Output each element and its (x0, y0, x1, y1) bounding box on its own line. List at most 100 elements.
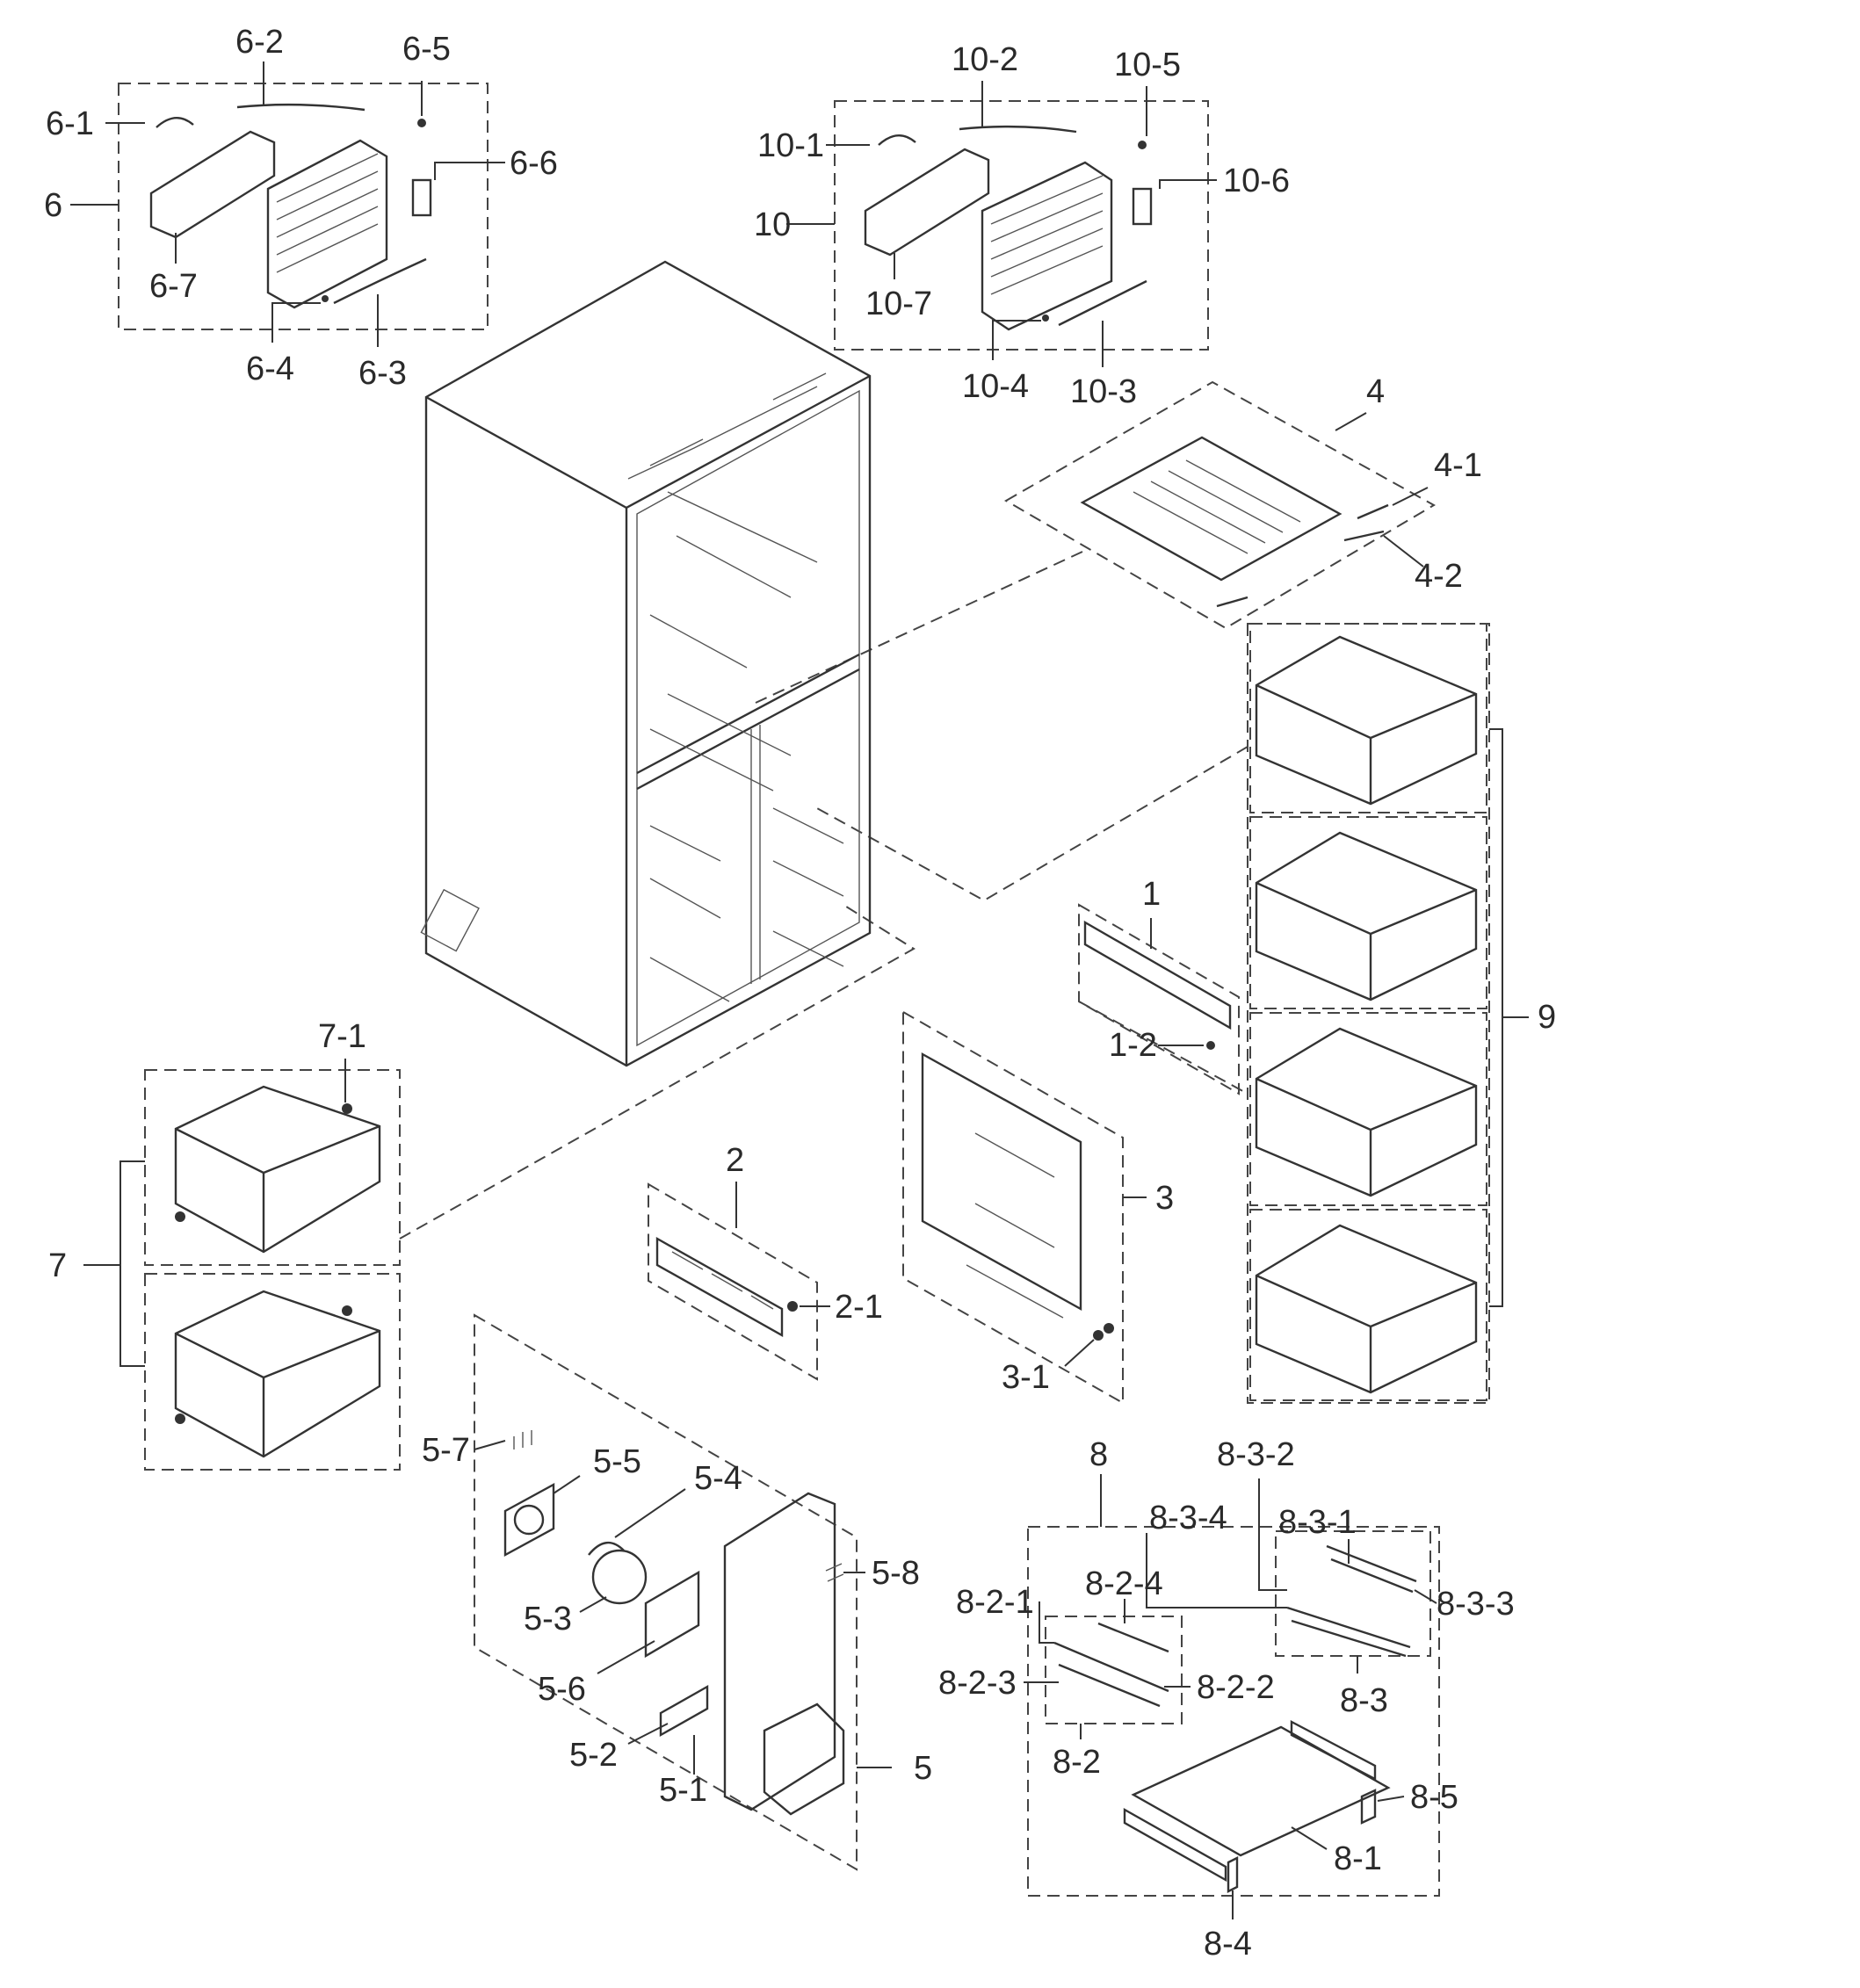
leader-8-3-4 (1146, 1533, 1287, 1608)
drawer-9b (1255, 831, 1478, 1001)
label-8-2-4: 8-2-4 (1085, 1565, 1163, 1602)
part-10-7-cover (864, 148, 990, 257)
label-8-2-2: 8-2-2 (1197, 1669, 1275, 1706)
label-8-3-1: 8-3-1 (1278, 1504, 1357, 1541)
leader-9 (1489, 728, 1529, 1307)
box-drawer-9c (1249, 1012, 1487, 1206)
label-5-6: 5-6 (538, 1671, 586, 1708)
part-5-1-housing (763, 1702, 845, 1816)
part-10-evaporator (981, 161, 1113, 331)
part-8-5-clip (1360, 1789, 1377, 1825)
leader-8-1 (1291, 1826, 1328, 1850)
box-tray-8 (1027, 1526, 1440, 1897)
refrigerator-cabinet (420, 260, 872, 1067)
label-8-5: 8-5 (1410, 1779, 1458, 1816)
part-8-3-rails (1286, 1544, 1417, 1658)
rail-assembly-1 (1083, 920, 1232, 1050)
ref-line-drawers-7 (399, 904, 916, 1240)
drawers-9 (1255, 635, 1478, 1394)
part-3-1-screw (1093, 1330, 1104, 1341)
shelf-assembly-4 (1080, 436, 1389, 608)
part-10-4-clip (1042, 314, 1049, 322)
box-rails-8-2 (1045, 1616, 1183, 1724)
label-10-6: 10-6 (1223, 163, 1290, 199)
cover-assembly-2 (655, 1236, 798, 1338)
drawer-7a (174, 1085, 381, 1254)
leader-5-6 (597, 1640, 655, 1674)
label-6-4: 6-4 (246, 351, 294, 387)
box-rails-8-3 (1275, 1530, 1431, 1657)
part-3-divider-bars (966, 1132, 1064, 1319)
part-4-2-rail (1216, 530, 1385, 608)
cabinet-shelf-lines (649, 491, 844, 1002)
part-6-evaporator-fins (276, 153, 379, 273)
label-6-6: 6-6 (510, 145, 558, 182)
part-6-1-wire (156, 117, 194, 128)
ref-line-shelf (755, 551, 1083, 704)
ref-line-drawers-9 (816, 746, 1248, 902)
label-5-3: 5-3 (524, 1601, 572, 1637)
leader-5-2 (627, 1723, 669, 1745)
part-5-4-wire (588, 1542, 625, 1556)
cabinet-mid-divider (636, 653, 860, 791)
label-5-2: 5-2 (569, 1737, 618, 1774)
label-3: 3 (1155, 1180, 1174, 1217)
box-fan-5 (474, 1313, 858, 1871)
label-1: 1 (1142, 876, 1161, 913)
drawers-7 (174, 1085, 381, 1458)
part-7-1-screw-b (175, 1211, 185, 1222)
part-2-cover (655, 1236, 784, 1338)
part-8-4-clip (1227, 1856, 1239, 1893)
label-8: 8 (1089, 1436, 1108, 1473)
label-10-2: 10-2 (952, 41, 1018, 78)
label-7: 7 (48, 1247, 67, 1284)
part-6-7-cover (149, 130, 276, 239)
reference-lines (399, 551, 1248, 1240)
label-6-5: 6-5 (402, 31, 451, 68)
box-cover-2 (648, 1182, 818, 1381)
label-10: 10 (754, 206, 791, 243)
leader-8-5 (1377, 1796, 1405, 1802)
label-8-2-3: 8-2-3 (938, 1665, 1017, 1702)
cabinet-top-edge (425, 395, 627, 510)
label-5: 5 (914, 1750, 932, 1787)
drawer-9a (1255, 635, 1478, 806)
part-6-6-sensor (411, 178, 432, 217)
label-5-1: 5-1 (659, 1772, 707, 1809)
divider-assembly-3 (921, 1052, 1114, 1341)
box-drawers-7 (144, 1069, 401, 1266)
callout-labels: 6-2 6-5 6-1 6-6 6 6-7 6-4 6-3 10-2 10-5 … (44, 24, 1556, 1963)
label-9: 9 (1538, 999, 1556, 1036)
leader-8-3-2 (1258, 1478, 1287, 1591)
part-1-rail (1083, 920, 1232, 1030)
label-8-3-2: 8-3-2 (1217, 1436, 1295, 1473)
leader-3-1 (1064, 1339, 1095, 1367)
drawer-7b (174, 1290, 381, 1458)
label-4: 4 (1366, 373, 1385, 410)
part-4-1-bracket (1357, 503, 1389, 520)
part-5-cover-panel (723, 1492, 836, 1811)
label-6-2: 6-2 (235, 24, 284, 61)
label-10-1: 10-1 (757, 127, 824, 164)
drawer-9d (1255, 1224, 1478, 1394)
part-6-5-screw (417, 119, 426, 127)
label-8-2-1: 8-2-1 (956, 1584, 1034, 1621)
leader-lines (70, 61, 1529, 1919)
tray-assembly-8 (1053, 1544, 1417, 1893)
box-evaporator-freezer (834, 100, 1209, 351)
part-7-1-screw-c (342, 1305, 352, 1316)
leader-4-1 (1392, 487, 1429, 506)
drawer-9c (1255, 1027, 1478, 1197)
label-8-3-4: 8-3-4 (1149, 1500, 1227, 1536)
part-6-2-wire (236, 103, 365, 112)
part-10-6-sensor (1132, 187, 1153, 226)
label-5-8: 5-8 (872, 1555, 920, 1592)
label-6-1: 6-1 (46, 105, 94, 142)
label-6-3: 6-3 (358, 355, 407, 392)
part-7-1-screw-d (175, 1413, 185, 1424)
label-2-1: 2-1 (835, 1289, 883, 1326)
box-drawer-9b (1249, 816, 1487, 1009)
part-3-divider (921, 1052, 1082, 1312)
label-10-5: 10-5 (1114, 47, 1181, 83)
leader-4 (1335, 412, 1367, 431)
